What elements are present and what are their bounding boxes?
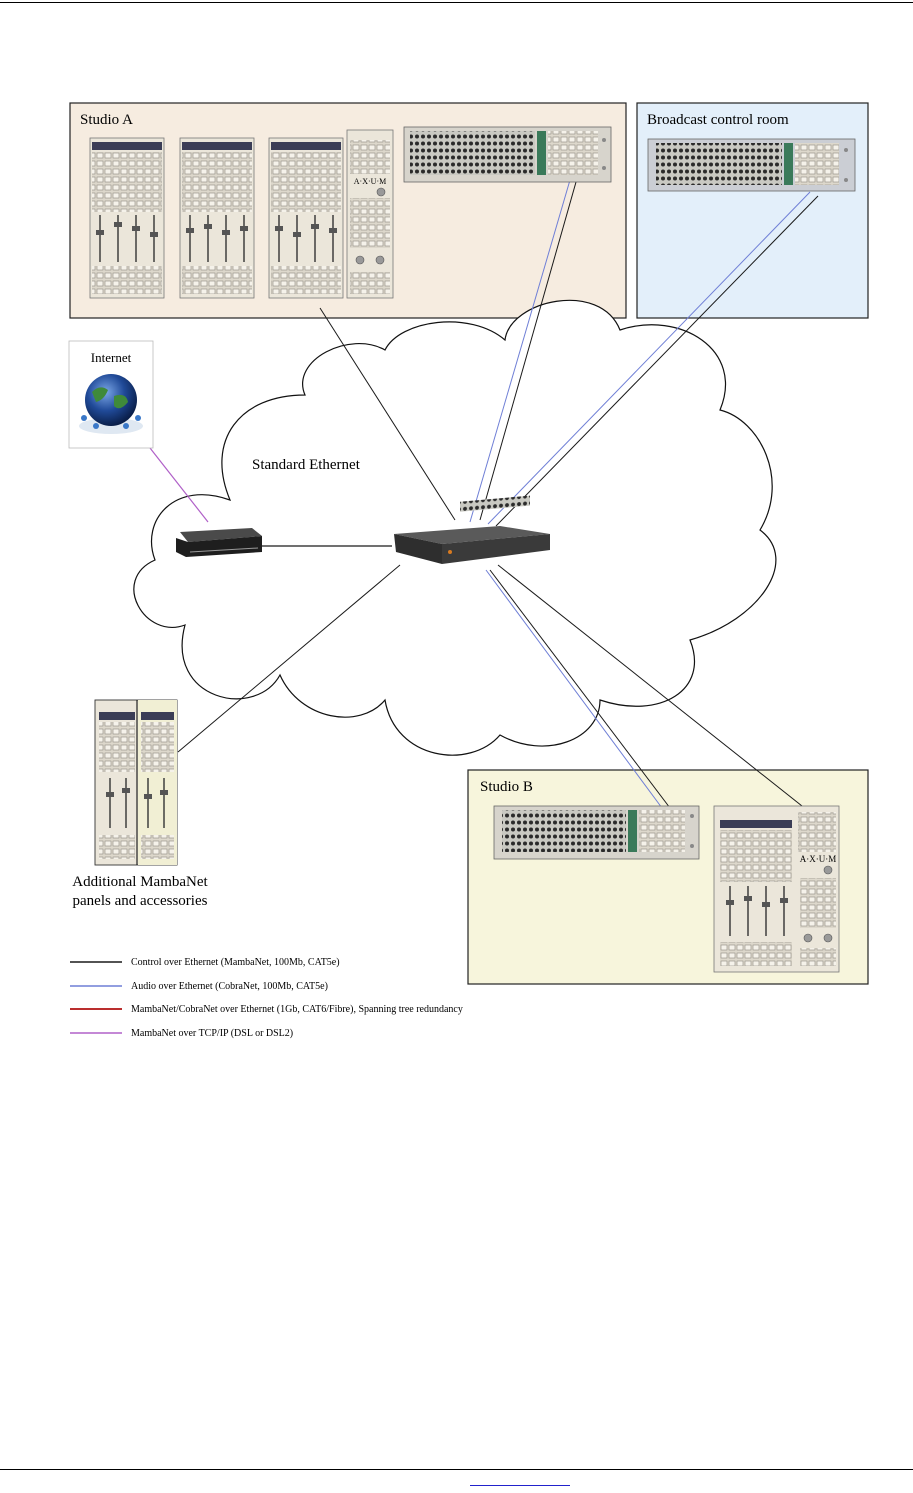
studio-b-rack-unit xyxy=(493,805,700,860)
tcpip-line-internet xyxy=(149,447,209,523)
broadcast-control-room-title: Broadcast control room xyxy=(647,112,789,128)
legend-label: MambaNet/CobraNet over Ethernet (1Gb, CA… xyxy=(131,1004,463,1015)
broadcast-control-room-box xyxy=(636,102,869,319)
page-top-rule xyxy=(0,2,913,3)
studio-a-axum-brand: A·X·U·M xyxy=(354,177,386,186)
broadcast-rack-unit xyxy=(647,138,856,192)
dsl-modem-icon xyxy=(176,528,262,557)
internet-label: Internet xyxy=(91,350,132,365)
studio-a-console: A·X·U·M xyxy=(89,129,394,299)
connection-lines xyxy=(149,174,819,809)
legend-item: Audio over Ethernet (CobraNet, 100Mb, CA… xyxy=(70,981,328,992)
studio-b-title: Studio B xyxy=(480,779,533,795)
legend-label: Audio over Ethernet (CobraNet, 100Mb, CA… xyxy=(131,981,328,992)
studio-a-title: Studio A xyxy=(80,112,133,128)
studio-b-console: A·X·U·M xyxy=(713,805,840,973)
control-line-studio-a xyxy=(319,307,456,521)
ethernet-switch-icon xyxy=(394,495,550,564)
internet-box: Internet xyxy=(68,340,154,449)
legend-item: MambaNet/CobraNet over Ethernet (1Gb, CA… xyxy=(70,1004,463,1015)
legend-item: MambaNet over TCP/IP (DSL or DSL2) xyxy=(70,1028,293,1039)
control-line-studio-b-console xyxy=(497,564,803,807)
legend-label: MambaNet over TCP/IP (DSL or DSL2) xyxy=(131,1028,293,1039)
studio-a-rack-unit xyxy=(403,126,612,183)
additional-panels xyxy=(94,699,178,866)
additional-panels-caption-line1: Additional MambaNet xyxy=(72,874,208,890)
control-line-studio-a-rack xyxy=(479,174,579,521)
audio-line-broadcast-rack xyxy=(487,191,811,525)
studio-b-axum-brand: A·X·U·M xyxy=(800,854,837,864)
footer-link-underline[interactable] xyxy=(470,1485,570,1486)
cloud-label: Standard Ethernet xyxy=(252,457,361,473)
legend-label: Control over Ethernet (MambaNet, 100Mb, … xyxy=(131,957,340,968)
globe-icon xyxy=(79,374,143,434)
control-line-additional-panels xyxy=(177,564,401,753)
audio-line-studio-a-rack xyxy=(469,179,571,523)
control-line-broadcast-rack xyxy=(495,195,819,527)
control-line-studio-b-rack xyxy=(489,569,671,809)
legend: Control over Ethernet (MambaNet, 100Mb, … xyxy=(70,957,463,1039)
audio-line-studio-b-rack xyxy=(485,569,663,809)
legend-item: Control over Ethernet (MambaNet, 100Mb, … xyxy=(70,957,340,968)
ethernet-cloud xyxy=(133,299,777,756)
page-bottom-rule xyxy=(0,1469,913,1470)
additional-panels-caption-line2: panels and accessories xyxy=(73,893,208,909)
